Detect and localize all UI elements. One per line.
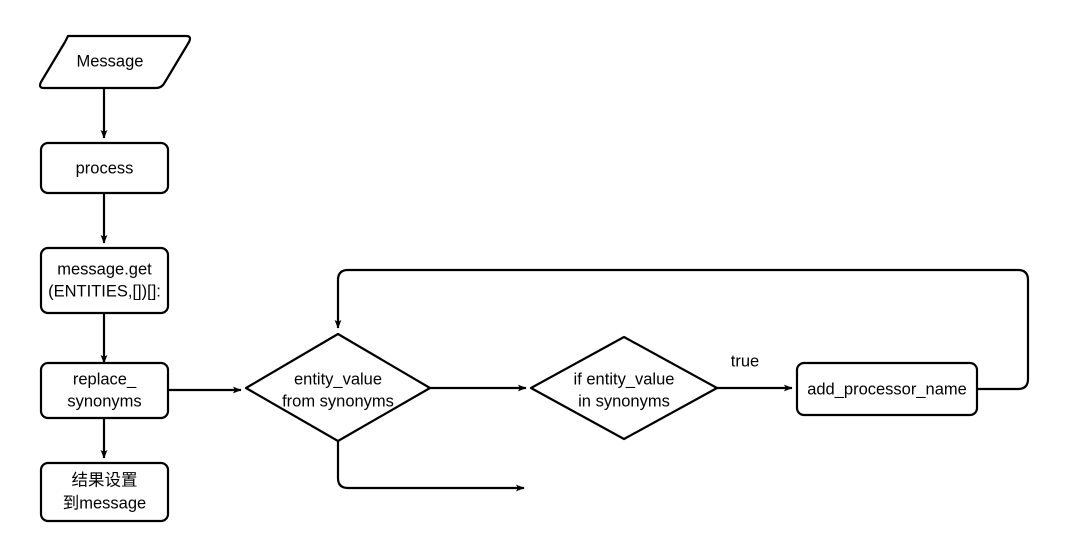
if-entity-value-in-synonyms-label-line1: if entity_value bbox=[574, 370, 675, 388]
replace-synonyms-shape bbox=[39, 361, 170, 420]
replace-synonyms-label-line1: replace_ bbox=[73, 370, 137, 388]
add-processor-name-label: add_processor_name bbox=[807, 380, 967, 398]
message-get-label-line1: message.get bbox=[57, 260, 152, 278]
add-processor-name-shape bbox=[795, 361, 979, 417]
entity-value-from-synonyms-shape bbox=[244, 332, 432, 443]
set-result-to-message-label-line2: 到message bbox=[63, 493, 146, 512]
node-set-result-to-message[interactable]: 结果设置 到message bbox=[39, 461, 170, 523]
edge-entity-value-exit bbox=[336, 440, 525, 492]
message-shape bbox=[38, 34, 192, 90]
edge-add-processor-name-loop-back bbox=[334, 268, 1030, 391]
node-replace-synonyms[interactable]: replace_ synonyms bbox=[39, 361, 170, 420]
replace-synonyms-label-line2: synonyms bbox=[67, 392, 141, 410]
node-entity-value-from-synonyms[interactable]: entity_value from synonyms bbox=[244, 332, 432, 443]
message-get-label-line2: (ENTITIES,[])[]: bbox=[48, 282, 161, 300]
node-message[interactable]: Message bbox=[38, 34, 192, 90]
entity-value-from-synonyms-label-line1: entity_value bbox=[294, 370, 382, 388]
node-message-get[interactable]: message.get (ENTITIES,[])[]: bbox=[39, 246, 170, 315]
edge-label-true: true bbox=[731, 352, 759, 370]
process-shape bbox=[39, 141, 170, 195]
node-add-processor-name[interactable]: add_processor_name bbox=[795, 361, 979, 417]
if-entity-value-in-synonyms-shape bbox=[529, 335, 719, 441]
set-result-to-message-label-line1: 结果设置 bbox=[72, 470, 138, 489]
message-get-shape bbox=[39, 246, 170, 315]
node-if-entity-value-in-synonyms[interactable]: if entity_value in synonyms bbox=[529, 335, 719, 441]
set-result-to-message-shape bbox=[39, 461, 170, 523]
process-label: process bbox=[76, 159, 134, 177]
node-process[interactable]: process bbox=[39, 141, 170, 195]
if-entity-value-in-synonyms-label-line2: in synonyms bbox=[578, 392, 670, 410]
message-label: Message bbox=[77, 52, 144, 70]
entity-value-from-synonyms-label-line2: from synonyms bbox=[282, 392, 394, 410]
